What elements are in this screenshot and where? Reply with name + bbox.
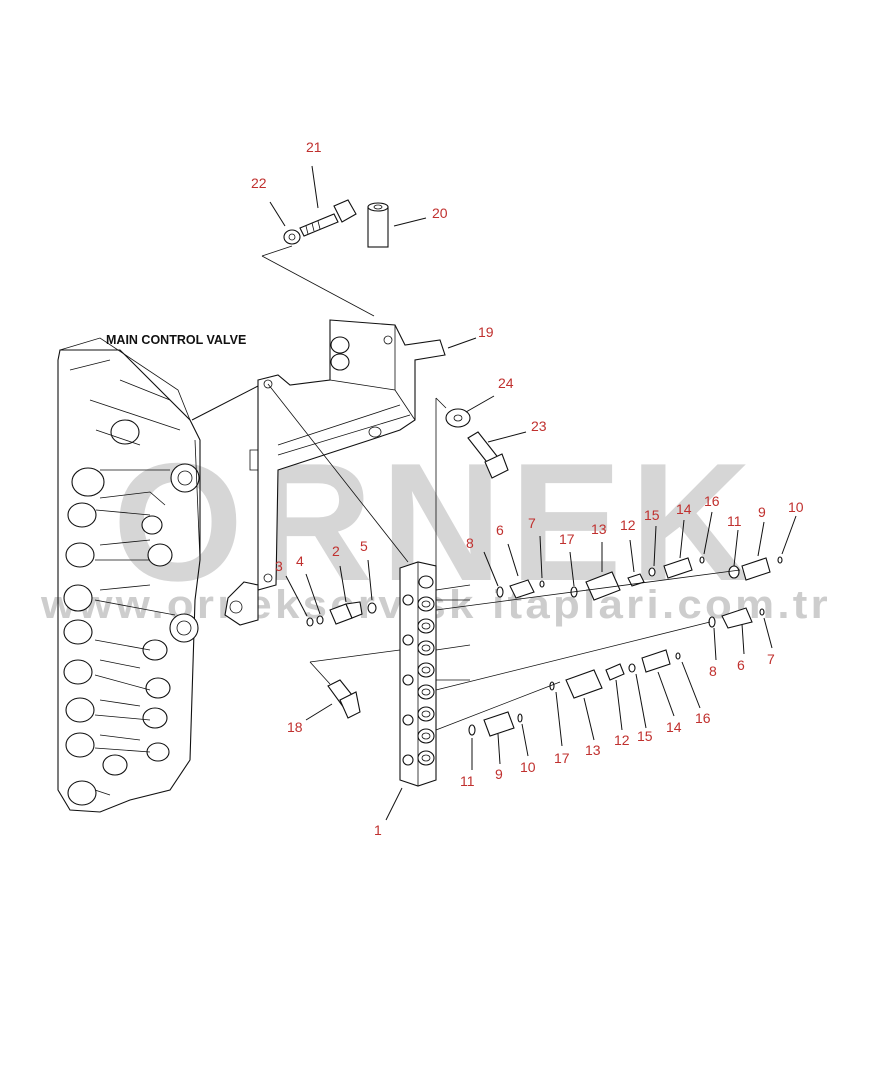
bolt-23: [467, 431, 509, 479]
washer-24: [445, 408, 471, 428]
callout-10-lower: 10: [520, 759, 536, 775]
callout-6-middle: 6: [737, 657, 745, 673]
main-control-valve-label: MAIN CONTROL VALVE: [106, 333, 246, 347]
callout-20: 20: [432, 205, 448, 221]
callout-16-upper: 16: [704, 493, 720, 509]
callout-18: 18: [287, 719, 303, 735]
callout-8-upper: 8: [466, 535, 474, 551]
callout-11-lower: 11: [460, 773, 475, 789]
callout-leaders: [269, 165, 797, 821]
callout-24: 24: [498, 375, 514, 391]
callout-15-upper: 15: [644, 507, 660, 523]
fitting-row-upper: [496, 556, 783, 601]
callout-7-middle: 7: [767, 651, 775, 667]
manifold-block-1: [399, 561, 437, 787]
callout-7-upper: 7: [528, 515, 536, 531]
washer-22: [283, 229, 301, 245]
callout-19: 19: [478, 324, 494, 340]
callout-5: 5: [360, 538, 368, 554]
callout-9-upper: 9: [758, 504, 766, 520]
bracket-19: [224, 319, 446, 626]
bolt-21: [299, 199, 357, 237]
fitting-row-middle: [708, 607, 765, 629]
callout-1: 1: [374, 822, 382, 838]
callout-6-upper: 6: [496, 522, 504, 538]
callout-15-lower: 15: [637, 728, 653, 744]
sensor-18: [327, 679, 361, 719]
callout-23: 23: [531, 418, 547, 434]
callout-13-lower: 13: [585, 742, 601, 758]
oring-5: [367, 602, 377, 614]
callout-8-middle: 8: [709, 663, 717, 679]
callout-14-lower: 14: [666, 719, 682, 735]
callout-3: 3: [275, 558, 283, 574]
callout-14-upper: 14: [676, 501, 692, 517]
oring-3: [306, 617, 314, 627]
callout-numbers: 21 22 20 19 24 23 3 4 2 5 8 6 7 17 13 12…: [251, 139, 804, 838]
callout-13-upper: 13: [591, 521, 607, 537]
fitting-row-lower: [468, 649, 681, 737]
callout-9-lower: 9: [495, 766, 503, 782]
spacer-20: [367, 202, 389, 248]
main-control-valve-drawing: [57, 337, 201, 813]
callout-11-upper: 11: [727, 513, 742, 529]
callout-22: 22: [251, 175, 267, 191]
callout-12-upper: 12: [620, 517, 636, 533]
leader-main-control-valve: [191, 383, 263, 421]
fitting-2: [329, 601, 363, 625]
callout-21: 21: [306, 139, 322, 155]
callout-17-lower: 17: [554, 750, 570, 766]
callout-17-upper: 17: [559, 531, 575, 547]
callout-4: 4: [296, 553, 304, 569]
callout-10-upper: 10: [788, 499, 804, 515]
assembly-lines: [261, 245, 741, 731]
callout-2: 2: [332, 543, 340, 559]
callout-12-lower: 12: [614, 732, 630, 748]
callout-16-lower: 16: [695, 710, 711, 726]
oring-4: [316, 615, 324, 625]
